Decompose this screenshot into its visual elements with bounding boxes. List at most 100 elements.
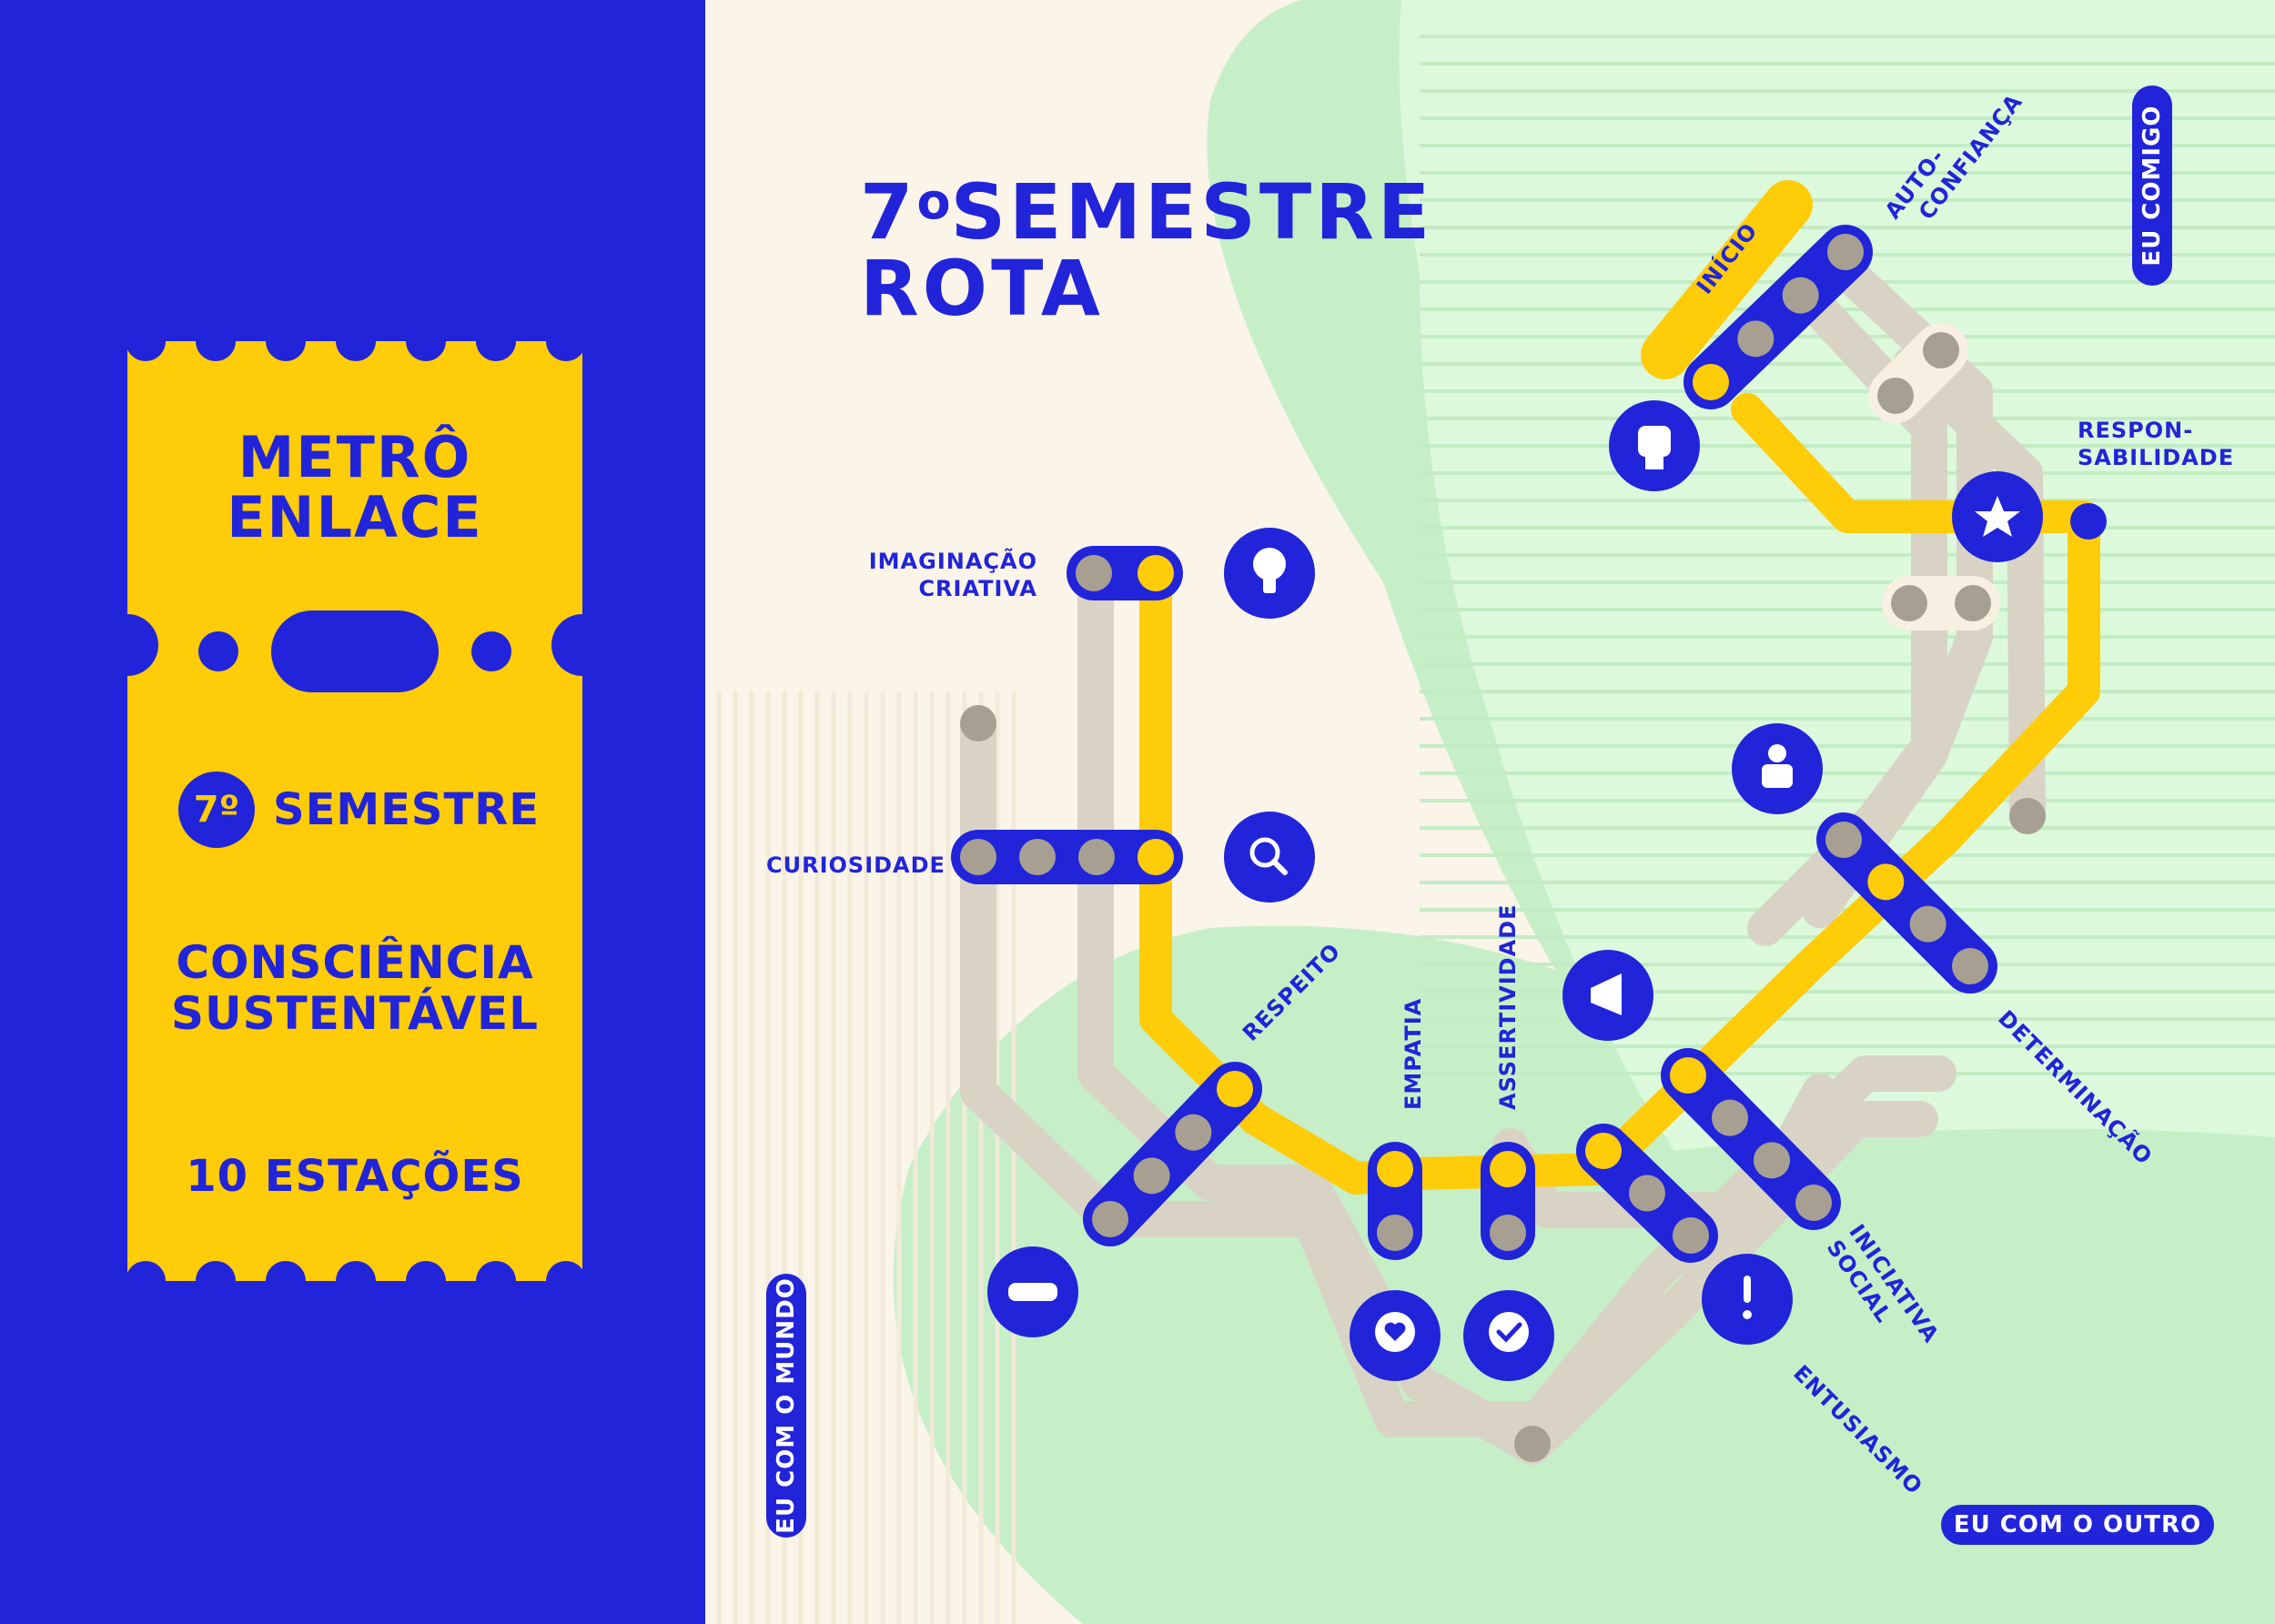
label-imaginacao-line1: IMAGINAÇÃO (868, 549, 1037, 574)
responsabilidade-dot (2070, 503, 2107, 540)
line-end-dot (960, 705, 996, 741)
label-responsabilidade: RESPON- SABILIDADE (2078, 417, 2234, 471)
station-assertividade (1481, 1142, 1535, 1260)
station-imaginacao (1067, 546, 1183, 600)
ticket-scallop (336, 321, 376, 361)
station-dot (1490, 1151, 1526, 1187)
station-dot (1693, 364, 1729, 400)
label-responsabilidade-line2: SABILIDADE (2078, 445, 2235, 470)
ticket-scallop (546, 1261, 586, 1301)
station-dot (1138, 555, 1174, 591)
station-dot (1670, 1057, 1706, 1094)
ticket-scallop (336, 1261, 376, 1301)
ticket-theme-line2: SUSTENTÁVEL (171, 987, 539, 1040)
handshake-icon (987, 1246, 1078, 1337)
ticket-scallop (126, 321, 166, 361)
ticket-stations: 10 ESTAÇÕES (186, 1151, 524, 1202)
station-dot (1867, 863, 1905, 901)
station-determinacao (1816, 812, 1997, 994)
megaphone-icon (1562, 950, 1653, 1041)
ticket-title-line1: METRÔ (238, 424, 472, 490)
station-dot (1712, 1099, 1748, 1136)
ticket-title: METRÔ ENLACE (127, 428, 582, 548)
station-dot (1923, 332, 1959, 368)
station-iniciativa (1661, 1048, 1841, 1230)
zone-eu-com-o-mundo: EU COM O MUNDO (766, 1274, 806, 1538)
ticket-scallop (476, 321, 516, 361)
station-dot (1629, 1175, 1665, 1212)
station-dot (1673, 1217, 1709, 1254)
ticket-scallop (406, 321, 446, 361)
station-curiosidade (951, 830, 1183, 884)
station-dot (1138, 839, 1174, 875)
station-dot (1737, 320, 1774, 358)
station-dot (1076, 555, 1112, 591)
ticket-body (127, 341, 582, 1281)
ticket-title-line2: ENLACE (227, 484, 483, 550)
station-dot (1955, 585, 1991, 621)
label-imaginacao-line2: CRIATIVA (918, 576, 1037, 601)
station-pill (1083, 1062, 1262, 1246)
route-title-line2: ROTA (860, 244, 1104, 333)
station-dot (1891, 585, 1927, 621)
ticket-scallop (196, 1261, 236, 1301)
station-dot (1092, 1201, 1128, 1237)
ticket-hole-left (198, 631, 238, 671)
station-dot (1909, 905, 1946, 943)
left-panel: METRÔ ENLACE 7º SEMESTRE CONSCIÊNCIA SUS… (0, 0, 705, 1624)
station-dot (1175, 1114, 1212, 1151)
route-title: 7oSEMESTRE ROTA (860, 164, 1433, 327)
station-autoconfianca (1684, 225, 1873, 409)
zone-eu-com-o-outro: EU COM O OUTRO (1941, 1505, 2214, 1545)
route-title-sup: o (916, 173, 951, 230)
ticket-slot (271, 610, 439, 692)
label-curiosidade: CURIOSIDADE (766, 852, 945, 878)
star-icon (1952, 471, 2043, 562)
station-autoconfianca-gray (1868, 323, 1968, 423)
station-dot (1078, 839, 1115, 875)
semester-badge: 7º (178, 772, 255, 848)
ticket-scallop (266, 1261, 306, 1301)
station-pill (1661, 1048, 1841, 1230)
station-dot (1952, 948, 1988, 984)
station-dot (1827, 234, 1864, 270)
heart-bubble-icon (1350, 1290, 1441, 1381)
station-dot (1133, 1157, 1170, 1195)
station-dot (1490, 1215, 1526, 1251)
zone-eu-comigo: EU COMIGO (2132, 86, 2172, 286)
station-dot (1782, 277, 1819, 314)
ticket-scallop (126, 1261, 166, 1301)
ticket-theme-line1: CONSCIÊNCIA (176, 936, 534, 989)
station-dot (1825, 822, 1862, 858)
station-dot (1877, 378, 1914, 414)
yellow-start-cap (1641, 180, 1813, 379)
metro-map (716, 0, 2275, 1624)
station-dot (1377, 1151, 1413, 1187)
ticket-theme: CONSCIÊNCIA SUSTENTÁVEL (127, 937, 582, 1039)
ticket-scallop (546, 321, 586, 361)
ticket-scallop (266, 321, 306, 361)
station-pill (1684, 225, 1873, 409)
label-assertividade: ASSERTIVIDADE (1495, 903, 1521, 1110)
station-dot (1754, 1142, 1790, 1179)
ticket-semester: SEMESTRE (273, 784, 540, 835)
gray-line-5 (1893, 346, 2046, 832)
strength-icon (1732, 723, 1823, 814)
station-dot (1217, 1071, 1253, 1107)
station-responsabilidade-gray (1882, 576, 2000, 630)
station-dot (1795, 1185, 1832, 1221)
fist-icon (1609, 400, 1700, 491)
label-responsabilidade-line1: RESPON- (2078, 418, 2194, 443)
label-empatia: EMPATIA (1400, 997, 1426, 1110)
check-bubble-icon (1463, 1290, 1554, 1381)
route-title-number: 7 (860, 167, 917, 257)
ticket-scallop (406, 1261, 446, 1301)
station-empatia (1368, 1142, 1422, 1260)
station-dot (960, 839, 996, 875)
ticket-hole-right (471, 631, 511, 671)
label-imaginacao: IMAGINAÇÃO CRIATIVA (846, 548, 1037, 602)
station-dot (1019, 839, 1056, 875)
ticket-scallop (196, 321, 236, 361)
magnifier-icon (1224, 812, 1315, 903)
station-respeito (1083, 1062, 1262, 1246)
